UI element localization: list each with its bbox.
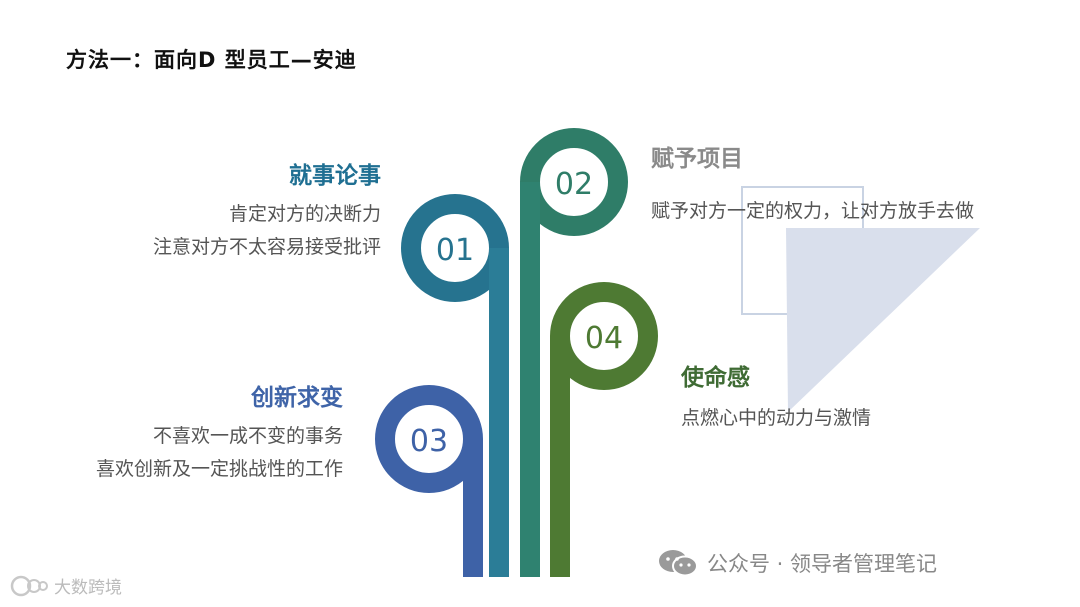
item-01-heading: 就事论事 bbox=[289, 163, 381, 189]
watermark: 大数跨境 bbox=[10, 573, 122, 598]
item-01-line-1: 肯定对方的决断力 bbox=[228, 203, 381, 225]
wechat-account-label: 公众号 · 领导者管理笔记 bbox=[707, 552, 938, 576]
watermark-logo-icon bbox=[10, 575, 48, 596]
number-01: 01 bbox=[436, 233, 474, 268]
page-title: 方法一：面向D 型员工—安迪 bbox=[66, 48, 357, 72]
item-03-line-2: 喜欢创新及一定挑战性的工作 bbox=[95, 458, 343, 480]
number-04: 04 bbox=[585, 321, 623, 356]
stem-04 bbox=[550, 282, 658, 577]
wechat-icon bbox=[659, 550, 698, 577]
item-03-heading: 创新求变 bbox=[251, 385, 343, 411]
item-02-text: 赋予项目 赋予对方一定的权力，让对方放手去做 bbox=[651, 139, 974, 228]
item-04-text: 使命感 点燃心中的动力与激情 bbox=[681, 358, 871, 435]
watermark-text: 大数跨境 bbox=[54, 578, 122, 598]
item-03-text: 创新求变 不喜欢一成不变的事务 喜欢创新及一定挑战性的工作 bbox=[96, 378, 343, 486]
stem-03 bbox=[375, 385, 483, 577]
number-03: 03 bbox=[410, 424, 448, 459]
decor-triangle bbox=[786, 228, 980, 412]
item-03-line-1: 不喜欢一成不变的事务 bbox=[152, 425, 343, 447]
item-04-heading: 使命感 bbox=[681, 365, 750, 391]
stems-graphic: 01 02 03 04 bbox=[375, 128, 658, 577]
item-01-text: 就事论事 肯定对方的决断力 注意对方不太容易接受批评 bbox=[153, 156, 381, 264]
stem-01 bbox=[401, 194, 509, 577]
wechat-footer: 公众号 · 领导者管理笔记 bbox=[657, 547, 937, 579]
item-04-line-1: 点燃心中的动力与激情 bbox=[681, 407, 872, 429]
stem-02 bbox=[520, 128, 628, 577]
number-02: 02 bbox=[555, 167, 593, 202]
item-02-heading: 赋予项目 bbox=[651, 146, 743, 172]
item-02-line-1: 赋予对方一定的权力，让对方放手去做 bbox=[651, 200, 975, 222]
item-01-line-2: 注意对方不太容易接受批评 bbox=[152, 236, 381, 258]
